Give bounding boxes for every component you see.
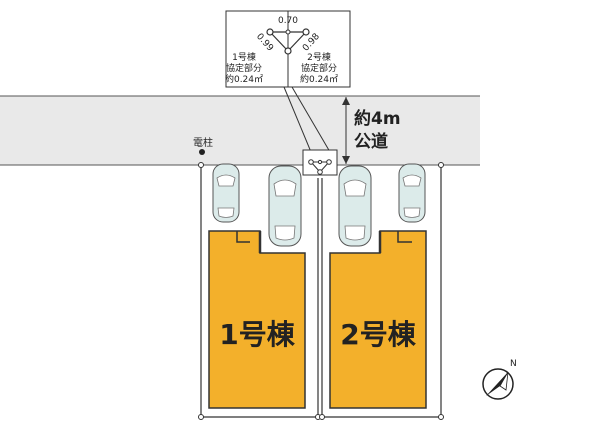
road-width-label: 約4m <box>354 108 401 129</box>
car-4 <box>398 163 426 223</box>
left-note-line-2: 協定部分 <box>226 62 262 74</box>
lot-2-label: 2号棟 <box>340 318 416 351</box>
car-3 <box>338 165 372 247</box>
left-note-line-1: 1号棟 <box>232 51 256 63</box>
right-note-line-2: 協定部分 <box>301 62 337 74</box>
north-arrow-icon: N <box>482 359 517 400</box>
dim-top: 0.70 <box>278 16 298 26</box>
road <box>0 96 480 165</box>
lot-boundaries <box>200 165 442 418</box>
inset-detail: 0.70 0.99 0.98 1号棟 協定部分 約0.24㎡ 2号棟 協定部分 … <box>225 10 351 88</box>
car-2 <box>268 165 302 247</box>
building-2: 2号棟 <box>329 230 427 409</box>
utility-pole-marker <box>199 149 205 155</box>
building-1: 1号棟 <box>208 230 306 409</box>
utility-pole-label: 電柱 <box>193 136 213 149</box>
right-note-line-1: 2号棟 <box>307 51 331 63</box>
car-1 <box>212 163 240 223</box>
right-note-line-3: 約0.24㎡ <box>300 73 338 85</box>
lot-1-label: 1号棟 <box>219 318 295 351</box>
left-note-line-3: 約0.24㎡ <box>225 73 263 85</box>
north-label: N <box>510 359 517 369</box>
road-type-label: 公道 <box>354 131 388 152</box>
